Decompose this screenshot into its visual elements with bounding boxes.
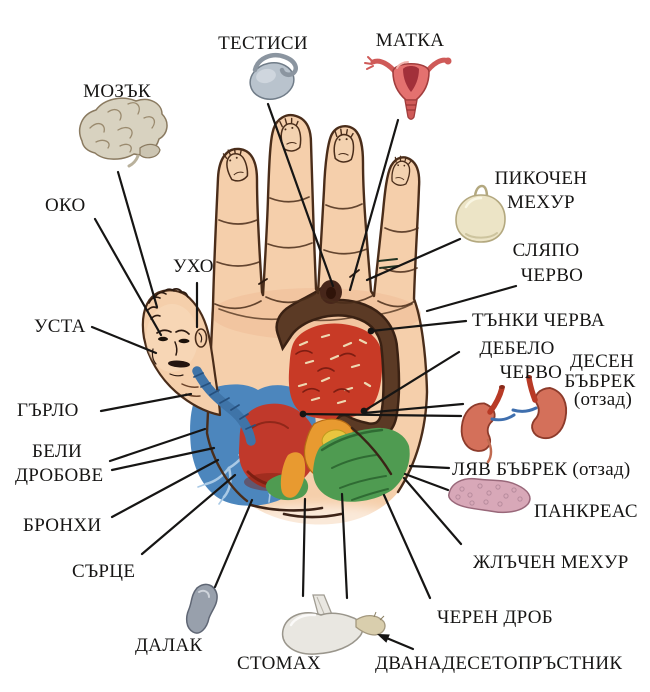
leader-line [340,492,349,600]
label-text: ПИКОЧЕН [495,168,588,189]
duodenum-part [355,611,386,636]
label-mouth: УСТА [34,316,158,355]
palm-crease-over-liver [350,426,393,476]
label-text: СТОМАХ [237,653,321,674]
labels-layer: МОЗЪК ТЕСТИСИ МАТКА ОКО УХО УСТА ПИКОЧЕН МЕХУР С… [15,30,638,674]
small-intestine-zone [288,323,383,420]
label-brain: МОЗЪК [83,81,159,309]
label-text: ЛЯВ БЪБРЕК (отзад) [452,459,631,480]
leader-line [301,497,307,598]
stomach-zone-tongue [280,452,306,498]
leader-dot [367,327,375,335]
leader-line [348,118,400,292]
label-text: ДЕСЕН [570,351,634,372]
label-text: МАТКА [376,30,444,51]
kidneys-icon [457,375,570,464]
leader-line [90,325,158,355]
stomach-icon [281,594,386,655]
leader-line [362,350,461,413]
leader-line [365,237,462,282]
leader-line [402,476,463,546]
finger-creases [214,196,419,310]
label-liver: ЧЕРЕН ДРОБ [382,493,553,628]
label-testes: ТЕСТИСИ [218,33,335,288]
leader-line [382,493,432,600]
label-text: ДРОБОВЕ [15,465,103,486]
leader-line [110,458,220,519]
label-heart: СЪРЦЕ [72,473,237,582]
leader-line [362,402,465,415]
leader-line [425,284,518,313]
label-ear: УХО [173,256,214,329]
label-text: ЧЕРЕН ДРОБ [437,607,553,628]
ear-on-thumb [194,328,208,348]
palm-bottom-fade [228,505,404,535]
hand-illustration [141,114,429,535]
arrowhead-icon [377,634,390,643]
label-text: ЖЛЪЧЕН МЕХУР [473,552,629,573]
bladder-icon [455,184,506,243]
leader-line [408,464,451,470]
label-cecum: СЛЯПО ЧЕРВО [425,240,583,313]
leader-line [403,472,450,492]
leader-line [213,498,254,589]
label-uterus: МАТКА [348,30,444,292]
label-eye: ОКО [45,195,163,337]
leader-line [108,427,207,463]
leader-line [369,319,468,333]
organ-icons [78,52,570,655]
wrist-creases [249,503,343,519]
label-text: ПАНКРЕАС [534,501,638,522]
leader-line [266,102,335,288]
label-text: ГЪРЛО [17,400,79,421]
leader-line [386,637,415,651]
leader-line [140,473,237,556]
label-text: МОЗЪК [83,81,151,102]
label-lungs: БЕЛИ ДРОБОВЕ [15,427,216,486]
leader-line [301,412,463,418]
label-text: БЪБРЕК [564,371,635,392]
label-text: СЪРЦЕ [72,561,135,582]
palm-organ-zones [190,280,410,506]
label-text: ДАЛАК [135,635,202,656]
leader-line [93,217,163,337]
label-colon: ДЕБЕЛО ЧЕРВО [360,338,562,415]
leader-line [110,446,216,472]
spleen-icon [185,583,218,634]
label-text: ТЕСТИСИ [218,33,308,54]
trachea [192,366,256,446]
label-text: УХО [173,256,214,277]
label-stomach: СТОМАХ [237,492,349,674]
label-bronchi: БРОНХИ [23,458,220,536]
label-text: БРОНХИ [23,515,101,536]
face-details [146,288,208,397]
label-text: УСТА [34,316,86,337]
leader-line [116,170,159,309]
label-text: ЧЕРВО [500,362,562,383]
label-text: ДЕБЕЛО [479,338,554,359]
label-text: ТЪНКИ ЧЕРВА [472,310,605,331]
label-urinary-bladder: ПИКОЧЕН МЕХУР [365,168,588,282]
brain-icon [78,97,168,168]
pancreas-icon [448,477,531,514]
label-text: ЧЕРВО [521,265,583,286]
uterus-icon [364,56,452,120]
label-text: ДВАНАДЕСЕТОПРЪСТНИК [375,653,622,674]
label-gallbladder: ЖЛЪЧЕН МЕХУР [402,476,629,573]
label-text: (отзад) [574,389,632,410]
leader-dot [299,410,307,418]
label-text: БЕЛИ [32,441,82,462]
label-duodenum: ДВАНАДЕСЕТОПРЪСТНИК [375,634,622,674]
label-throat: ГЪРЛО [17,392,193,421]
label-pancreas: ПАНКРЕАС [403,472,638,522]
label-text: ОКО [45,195,86,216]
label-spleen: ДАЛАК [135,498,254,656]
leader-line [99,392,193,413]
label-text: МЕХУР [507,192,575,213]
label-left-kidney: ЛЯВ БЪБРЕК (отзад) [408,459,631,480]
label-small-intestines: ТЪНКИ ЧЕРВА [367,310,605,335]
label-text: СЛЯПО [513,240,580,261]
testis-icon [249,52,298,100]
